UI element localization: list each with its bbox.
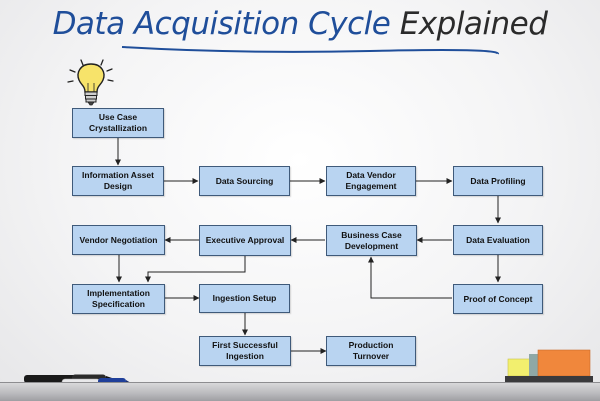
node-first-successful-ingestion: First Successful Ingestion (199, 336, 291, 366)
page-title: Data Acquisition Cycle Explained (0, 6, 600, 42)
node-vendor-negotiation: Vendor Negotiation (72, 225, 165, 255)
title-part-1: Data Acquisition Cycle (52, 6, 391, 42)
whiteboard-tray (0, 382, 600, 401)
node-information-asset-design: Information Asset Design (72, 166, 164, 196)
title-underline (121, 46, 500, 55)
node-data-evaluation: Data Evaluation (453, 225, 543, 255)
lightbulb-icon (67, 59, 114, 106)
node-use-case-crystallization: Use Case Crystallization (72, 108, 164, 138)
node-business-case-development: Business Case Development (326, 225, 417, 256)
node-data-sourcing: Data Sourcing (199, 166, 290, 196)
sticky-notes (505, 349, 593, 382)
node-executive-approval: Executive Approval (199, 225, 291, 256)
node-data-vendor-engagement: Data Vendor Engagement (326, 166, 416, 196)
node-implementation-specification: Implementation Specification (72, 284, 165, 314)
arrow-proof-of-concept-to-business-case (368, 256, 452, 299)
node-data-profiling: Data Profiling (453, 166, 543, 196)
title-part-2: Explained (399, 6, 548, 42)
arrow-executive-approval-to-implementation (145, 256, 246, 283)
node-production-turnover: Production Turnover (326, 336, 416, 366)
node-ingestion-setup: Ingestion Setup (199, 284, 290, 313)
node-proof-of-concept: Proof of Concept (453, 284, 543, 314)
